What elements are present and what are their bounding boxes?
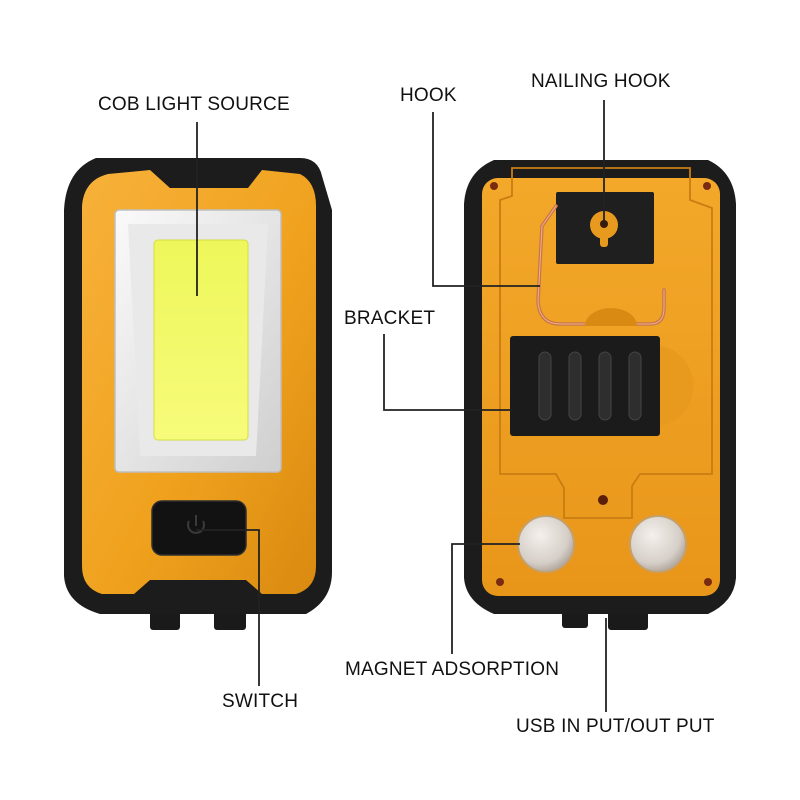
cob-led-panel (153, 239, 249, 441)
label-nailing-hook: NAILING HOOK (531, 71, 671, 92)
label-usb: USB IN PUT/OUT PUT (516, 716, 715, 737)
switch-button[interactable] (151, 500, 247, 556)
screw-icon (703, 182, 711, 190)
screw-icon (496, 578, 504, 586)
back-view (464, 160, 736, 630)
bracket-recess (585, 308, 637, 326)
leader-lines (196, 100, 607, 712)
screw-icon (490, 182, 498, 190)
label-switch: SWITCH (222, 691, 299, 712)
magnet-left (517, 515, 575, 573)
leader-hook (432, 112, 540, 287)
label-magnet-adsorption: MAGNET ADSORPTION (345, 659, 560, 680)
metal-hook-highlight (537, 205, 665, 325)
label-hook: HOOK (400, 85, 457, 106)
grip-rib (628, 351, 642, 421)
front-view (64, 158, 332, 630)
leader-magnet (451, 543, 520, 654)
magnet-right (629, 515, 687, 573)
grip-thumb-cutout (660, 346, 694, 426)
leader-bracket (383, 334, 512, 411)
leader-switch (196, 529, 260, 686)
grip-rib (538, 351, 552, 421)
screw-icon (598, 495, 608, 505)
label-cob-light-source: COB LIGHT SOURCE (98, 94, 290, 115)
grip-rib (598, 351, 612, 421)
grip-rib (568, 351, 582, 421)
screw-icon (704, 578, 712, 586)
bracket-stand (499, 167, 713, 519)
power-icon (187, 515, 205, 534)
label-bracket: BRACKET (344, 308, 436, 329)
